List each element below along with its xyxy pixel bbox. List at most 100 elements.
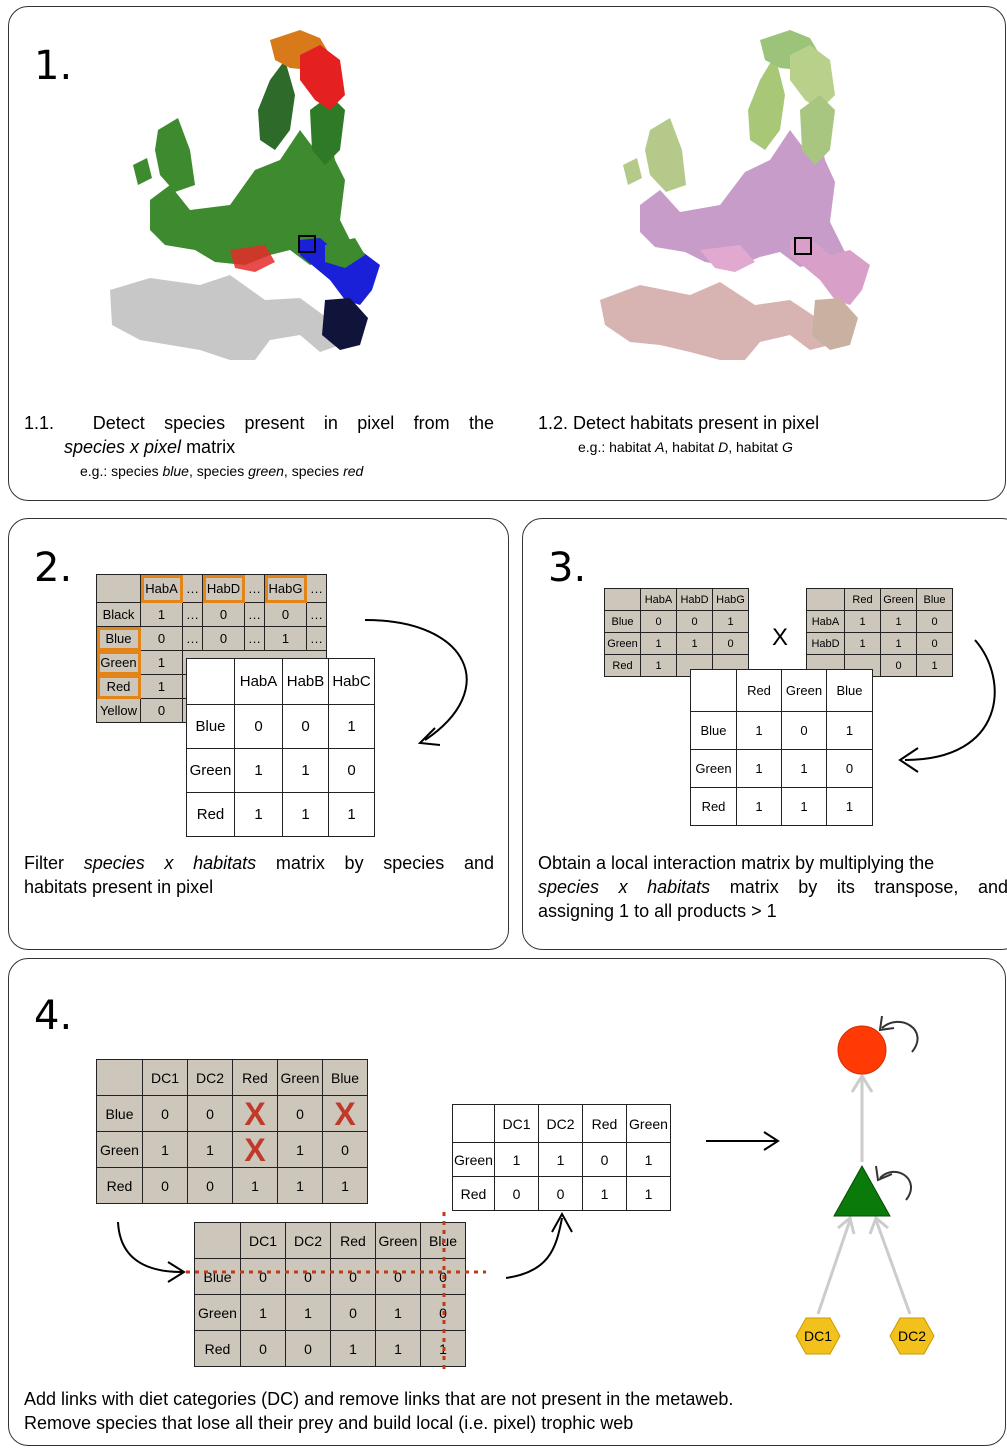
cell: 0: [285, 1258, 331, 1295]
cell: 1: [826, 711, 873, 750]
row-label-blue: Blue: [96, 626, 141, 651]
cell: 0: [140, 698, 183, 723]
eg-hab-sep-2: , habitat: [728, 439, 782, 455]
caption-1-1-prefix: 1.1.: [24, 413, 55, 433]
cell: 0: [330, 1294, 376, 1331]
cell: 0: [187, 1095, 233, 1132]
column-header: Blue: [322, 1059, 368, 1096]
caption-1-2-example: e.g.: habitat A, habitat D, habitat G: [578, 438, 793, 456]
row-label: Red: [96, 1167, 143, 1204]
column-header: DC1: [240, 1222, 286, 1259]
caption-3-em: species x habitats: [538, 877, 711, 897]
caption-4-line2: Remove species that lose all their prey …: [24, 1413, 634, 1433]
cell: 0: [880, 654, 917, 677]
cell: 0: [826, 749, 873, 788]
cell: 1: [826, 787, 873, 826]
row-label-black: Black: [96, 602, 141, 627]
cell: 0: [142, 1095, 188, 1132]
cell: …: [306, 574, 327, 603]
cell: 0: [916, 610, 953, 633]
cell: 1: [736, 749, 782, 788]
step-number-3: 3.: [548, 545, 587, 591]
caption-1-1: 1.1. Detect species present in pixel fro…: [24, 412, 494, 434]
row-label: Green: [186, 748, 235, 793]
cell: 0: [420, 1294, 466, 1331]
column-header: Blue: [916, 588, 953, 611]
caption-2-em: species x habitats: [83, 853, 257, 873]
column-header: Red: [232, 1059, 278, 1096]
cell: 1: [140, 650, 183, 675]
column-header: DC2: [285, 1222, 331, 1259]
cell: 1: [328, 792, 375, 837]
row-label-red: Red: [96, 674, 141, 699]
caption-1-1-rest: matrix: [181, 437, 236, 457]
cell: 1: [187, 1131, 233, 1168]
cell: 0: [712, 632, 749, 655]
row-label: Blue: [96, 1095, 143, 1132]
column-header: Green: [880, 588, 917, 611]
cell: 1: [264, 626, 307, 651]
caption-1-1-em: species x pixel: [64, 437, 182, 457]
cell: …: [244, 626, 265, 651]
row-label: Red: [186, 792, 235, 837]
caption-2-line1: Filter species x habitats matrix by spec…: [24, 852, 494, 874]
caption-3-line1: Obtain a local interaction matrix by mul…: [538, 853, 935, 873]
step-number-1: 1.: [34, 43, 73, 89]
caption-2-line2: habitats present in pixel: [24, 877, 214, 897]
cell: 1: [277, 1131, 323, 1168]
cell: 0: [142, 1167, 188, 1204]
cell: 1: [375, 1330, 421, 1367]
eg-habitat-2: D: [718, 439, 729, 455]
cell: 1: [781, 749, 827, 788]
cell: 1: [330, 1330, 376, 1367]
cell: …: [244, 574, 265, 603]
cell: 1: [626, 1142, 671, 1177]
cell: 0: [140, 626, 183, 651]
column-header: Green: [277, 1059, 323, 1096]
cell: 1: [844, 632, 881, 655]
cell: 1: [880, 610, 917, 633]
removed-link-x-icon: X: [244, 1131, 266, 1168]
eg-hab-sep-1: , habitat: [664, 439, 719, 455]
cell: [604, 588, 641, 611]
column-header: HabG: [712, 588, 749, 611]
cell: 1: [328, 704, 375, 749]
column-header: Red: [582, 1104, 627, 1143]
column-header: Green: [626, 1104, 671, 1143]
row-label: Green: [194, 1294, 241, 1331]
cell: 1: [285, 1294, 331, 1331]
cell: 0: [240, 1258, 286, 1295]
cell: 0: [676, 610, 713, 633]
column-header: HabC: [328, 658, 375, 705]
header-haba: HabA: [140, 574, 183, 603]
row-label: Red: [194, 1330, 241, 1367]
cell: 0: [781, 711, 827, 750]
cell: 1: [582, 1176, 627, 1211]
cell: 0: [282, 704, 329, 749]
cell: 1: [282, 748, 329, 793]
cell: 0: [916, 632, 953, 655]
caption-1-2: 1.2. Detect habitats present in pixel: [538, 413, 820, 433]
column-header: Blue: [826, 669, 873, 712]
cell: 1: [420, 1330, 466, 1367]
cell: 0: [187, 1167, 233, 1204]
cell: 1: [781, 787, 827, 826]
step-number-2: 2.: [34, 545, 73, 591]
column-header: Green: [781, 669, 827, 712]
cell: 1: [844, 610, 881, 633]
cell: 0: [420, 1258, 466, 1295]
local-trophic-matrix: DC1 DC2 Red Green Green 1 1 0 1 Red 0 0 …: [452, 1104, 671, 1211]
cell: [452, 1104, 495, 1143]
cell: 1: [140, 674, 183, 699]
caption-2-pre: Filter: [24, 853, 84, 873]
cell: …: [182, 602, 203, 627]
cell: 1: [640, 632, 677, 655]
column-header: Red: [736, 669, 782, 712]
row-label: Green: [604, 632, 641, 655]
cell: …: [306, 626, 327, 651]
eg-hab-prefix: e.g.: habitat: [578, 439, 656, 455]
cell: 0: [375, 1258, 421, 1295]
cell: 1: [240, 1294, 286, 1331]
cell: 0: [277, 1095, 323, 1132]
